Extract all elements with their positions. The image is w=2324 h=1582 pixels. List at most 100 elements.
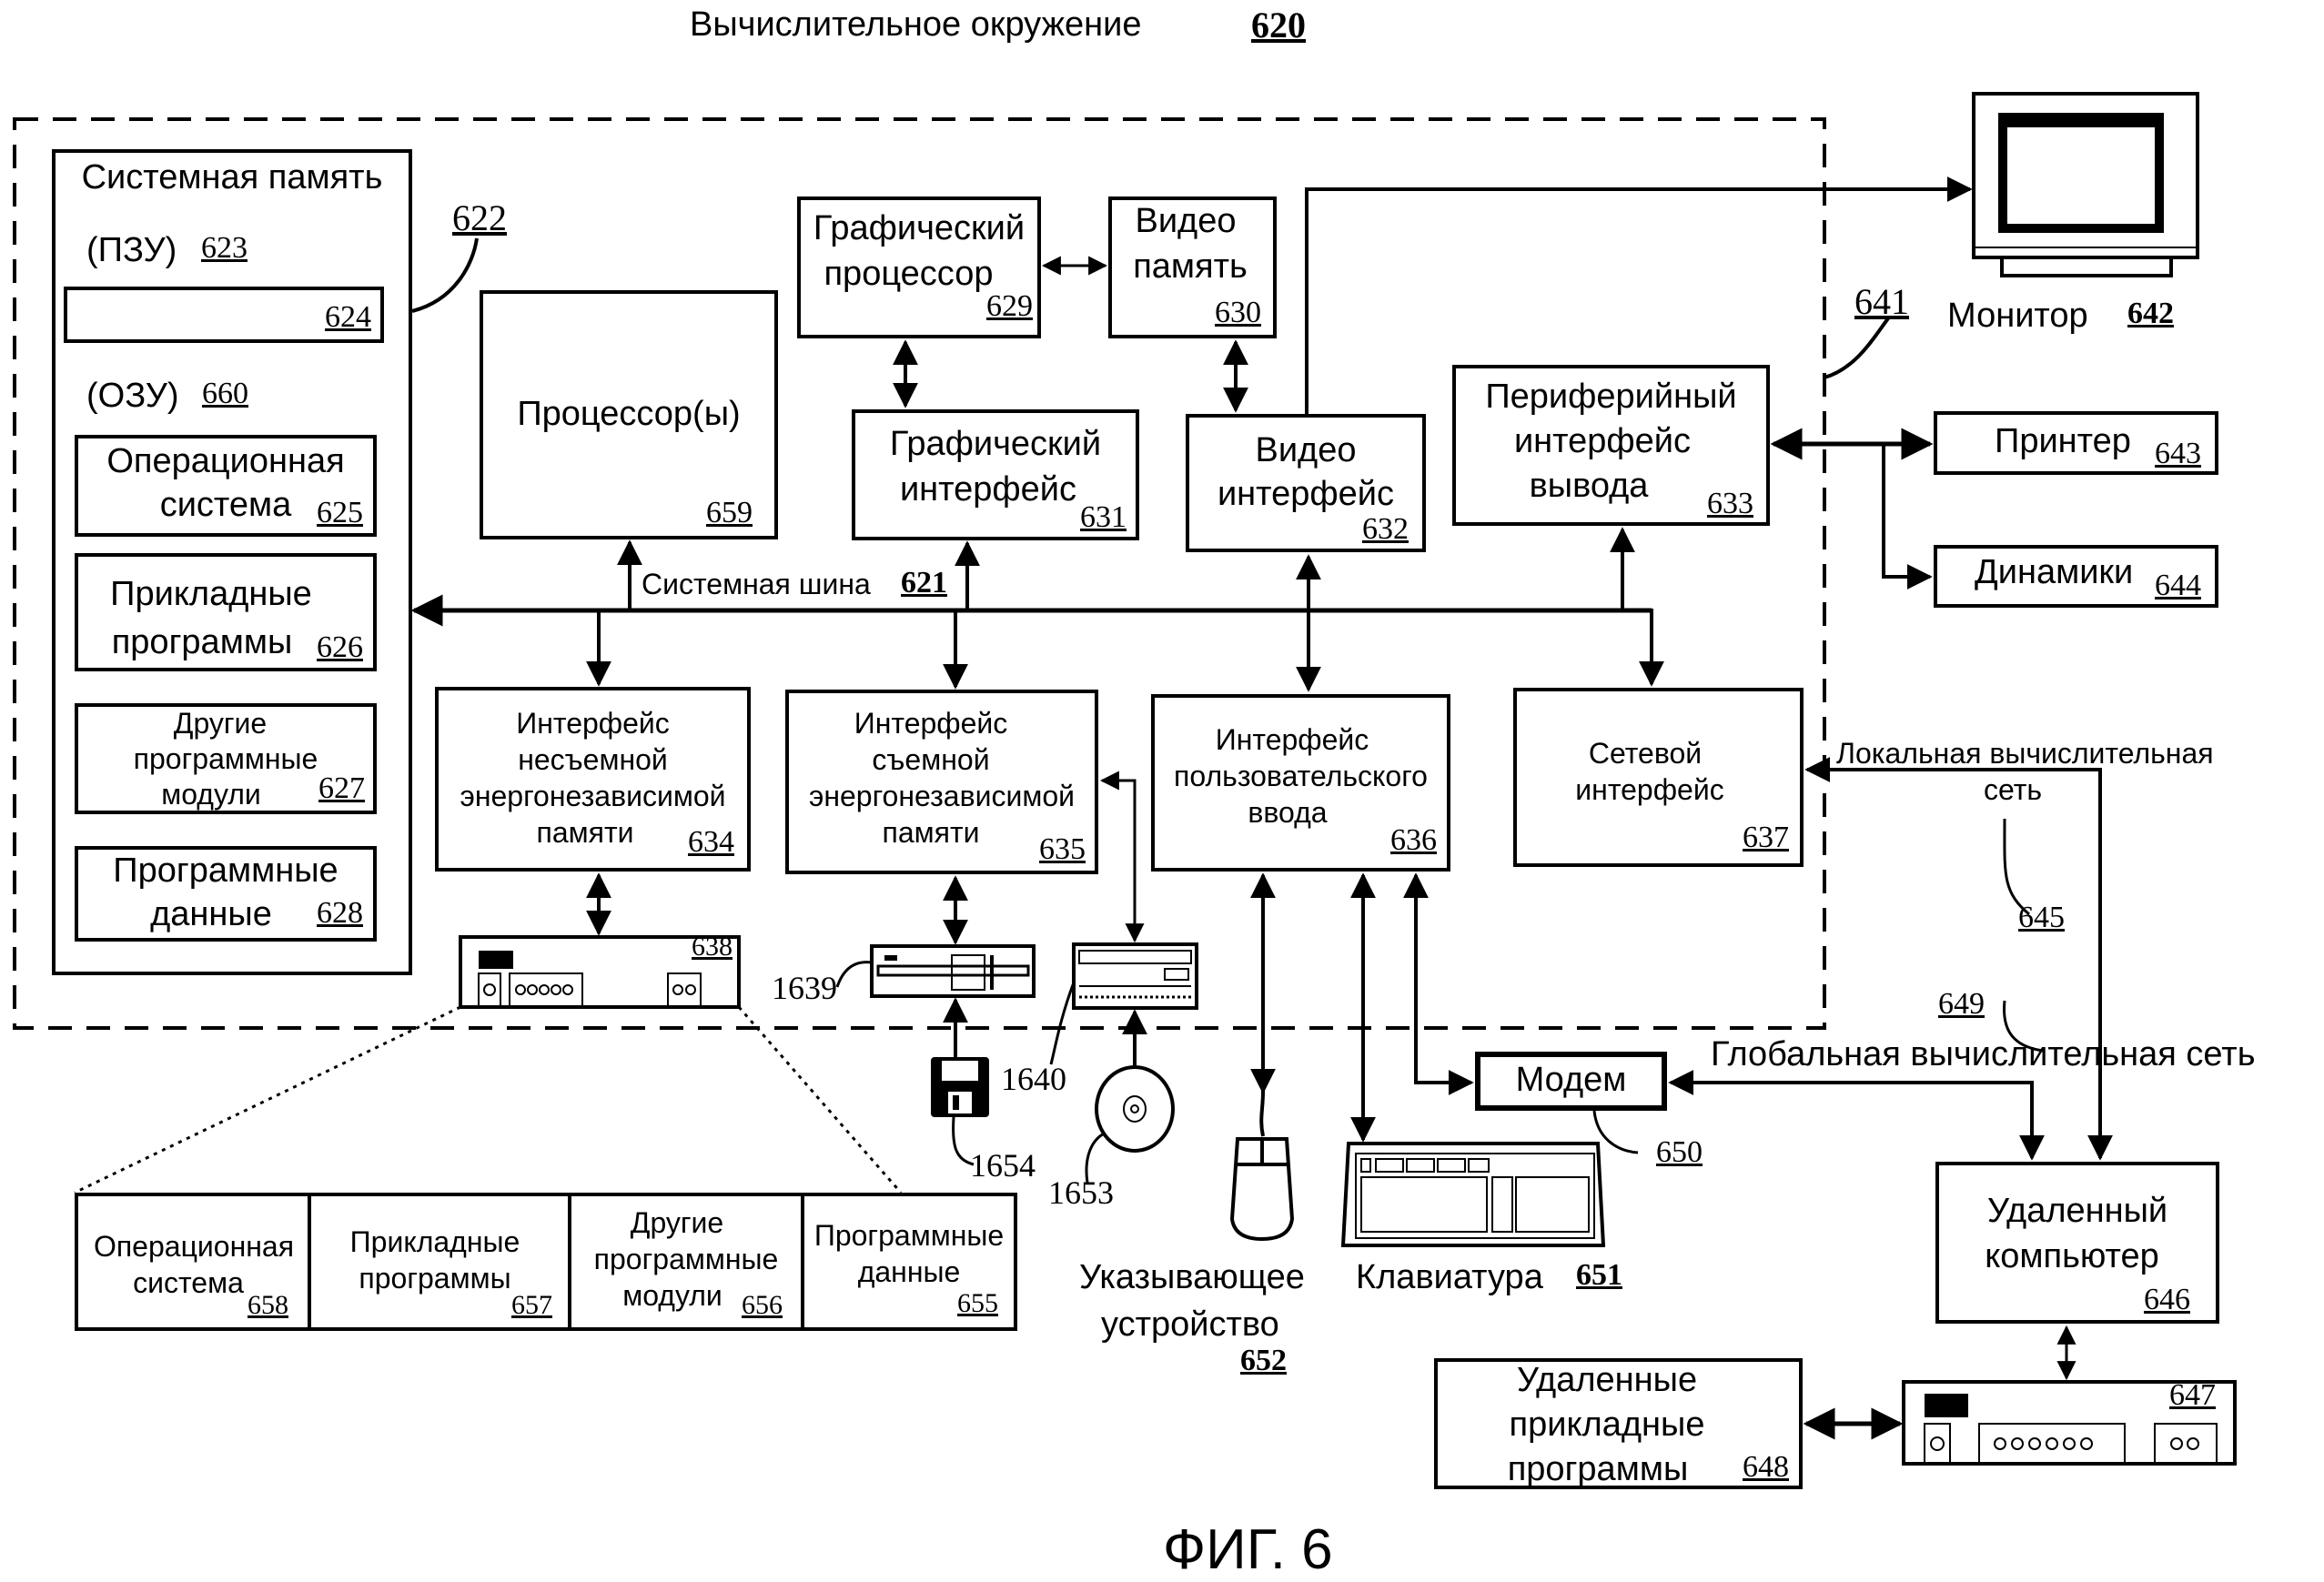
lan-ref: 645 — [2018, 901, 2065, 934]
gpu-line2: процессор — [824, 255, 994, 293]
disk-apps-ref: 657 — [511, 1290, 552, 1320]
gpu-block — [797, 196, 1041, 338]
lan-link — [1804, 757, 2113, 1161]
iface636-line2: пользовательского — [1174, 760, 1428, 792]
monitor-ref: 642 — [2127, 297, 2174, 330]
ram-modules-line1: Другие — [173, 707, 268, 740]
peripheral-line3: вывода — [1529, 467, 1649, 505]
environment-title: Вычислительное окружение — [690, 5, 1142, 45]
ram-apps-block — [75, 553, 377, 671]
video-iface-to-monitor — [1305, 176, 1973, 414]
rom-label: (ПЗУ) — [86, 231, 177, 269]
video-memory-line2: память — [1133, 247, 1248, 286]
monitor-text: Монитор — [1947, 297, 2088, 335]
peripheral-interface-block — [1452, 365, 1770, 526]
computing-environment-boundary — [13, 117, 1826, 1030]
disk-modules-ref: 656 — [742, 1290, 783, 1320]
remote-computer-block — [1935, 1162, 2219, 1324]
system-memory-title: Системная память — [81, 158, 383, 196]
system-bus-ref: 621 — [901, 566, 947, 600]
floppy-disk-icon — [931, 1057, 989, 1117]
nonremovable-iface-block — [435, 687, 751, 872]
monitor-label: Монитор — [1947, 297, 2088, 336]
iface635-line3: энергонезависимой — [808, 780, 1075, 812]
iface636-line3: ввода — [1248, 796, 1328, 829]
remote-disk-ref: 647 — [2169, 1378, 2216, 1412]
ram-modules-line3: модули — [161, 778, 261, 811]
peripheral-to-speakers — [1882, 444, 1933, 589]
peripheral-line1: Периферийный — [1485, 378, 1737, 416]
leader-649 — [2003, 1000, 2044, 1053]
cd-disk-icon — [1095, 1065, 1175, 1153]
modem-label: Модем — [1515, 1061, 1627, 1099]
disk-contents-cell-os — [75, 1193, 311, 1331]
remote-computer-line2: компьютер — [1985, 1237, 2159, 1275]
wan-ref: 649 — [1938, 987, 1985, 1021]
cd-disk-ref: 1653 — [1048, 1174, 1114, 1211]
iface635-line2: съемной — [872, 743, 990, 776]
processor-ref: 659 — [706, 496, 753, 529]
ram-data-line1: Программные — [113, 851, 338, 890]
printer-block — [1934, 411, 2218, 475]
floppy-disk-ref: 1654 — [970, 1147, 1036, 1184]
ram-modules-block — [75, 703, 377, 814]
leader-1654 — [952, 1116, 975, 1166]
remote-apps-line1: Удаленные — [1516, 1361, 1698, 1399]
ram-data-line2: данные — [150, 895, 272, 933]
ram-modules-line2: программные — [133, 742, 318, 775]
disk-apps-line1: Прикладные — [349, 1225, 520, 1258]
iface636-ref: 636 — [1390, 823, 1437, 857]
leader-650 — [1592, 1110, 1639, 1154]
disk-contents-cell-apps — [308, 1193, 571, 1331]
iface634-line2: несъемной — [518, 743, 668, 776]
remote-apps-ref: 648 — [1743, 1450, 1789, 1484]
cd-drive-icon — [1072, 942, 1198, 1010]
printer-label: Принтер — [1995, 422, 2131, 460]
system-memory-ref: 622 — [452, 197, 507, 238]
pointing-device-line1: Указывающее — [1079, 1258, 1305, 1296]
processor-block — [480, 290, 778, 539]
remote-disk-icon — [1902, 1380, 2237, 1466]
graphics-interface-block — [852, 409, 1139, 540]
disk-data-ref: 655 — [957, 1288, 998, 1318]
disk-os-line1: Операционная — [93, 1230, 295, 1263]
system-bus-label: Системная шина — [642, 568, 871, 601]
network-ref: 637 — [1743, 821, 1789, 854]
hdd-zoom-line-right — [737, 1006, 903, 1194]
disk-os-ref: 658 — [248, 1290, 288, 1320]
remote-computer-ref: 646 — [2144, 1283, 2190, 1316]
rom-ref: 623 — [201, 231, 248, 265]
iface635-ref: 635 — [1039, 832, 1086, 866]
cd-drive-to-635 — [1099, 771, 1145, 943]
bus-to-network — [1622, 609, 1664, 687]
video-interface-block — [1186, 414, 1426, 552]
cd-drive-ref: 1640 — [1001, 1061, 1066, 1097]
keyboard-label: Клавиатура — [1356, 1258, 1543, 1296]
user-input-iface-block — [1151, 694, 1450, 872]
remote-apps-line3: программы — [1507, 1450, 1689, 1488]
bios-ref: 624 — [325, 300, 371, 334]
system-bus-text: Системная шина — [642, 568, 871, 600]
ram-label: (ОЗУ) — [86, 377, 179, 415]
leader-1653 — [1085, 1131, 1106, 1184]
ram-apps-line1: Прикладные — [110, 575, 312, 613]
disk-apps-line2: программы — [359, 1262, 511, 1295]
processor-label: Процессор(ы) — [517, 395, 741, 433]
gpu-ref: 629 — [986, 289, 1033, 323]
ram-apps-ref: 626 — [317, 630, 363, 664]
ram-os-ref: 625 — [317, 496, 363, 529]
leader-1639 — [835, 961, 873, 988]
removable-iface-block — [785, 690, 1098, 874]
network-line2: интерфейс — [1575, 773, 1724, 806]
disk-modules-line3: модули — [622, 1279, 722, 1312]
mouse-icon — [1229, 1137, 1295, 1242]
pointing-device-ref: 652 — [1240, 1344, 1287, 1377]
leader-641 — [1824, 317, 1890, 379]
peripheral-ref: 633 — [1707, 487, 1753, 520]
keyboard-icon — [1340, 1142, 1606, 1247]
video-interface-line2: интерфейс — [1217, 475, 1395, 513]
leader-1640 — [1049, 982, 1076, 1065]
wan-label: Глобальная вычислительная сеть — [1711, 1035, 2256, 1073]
hard-disk-ref: 638 — [692, 932, 733, 962]
